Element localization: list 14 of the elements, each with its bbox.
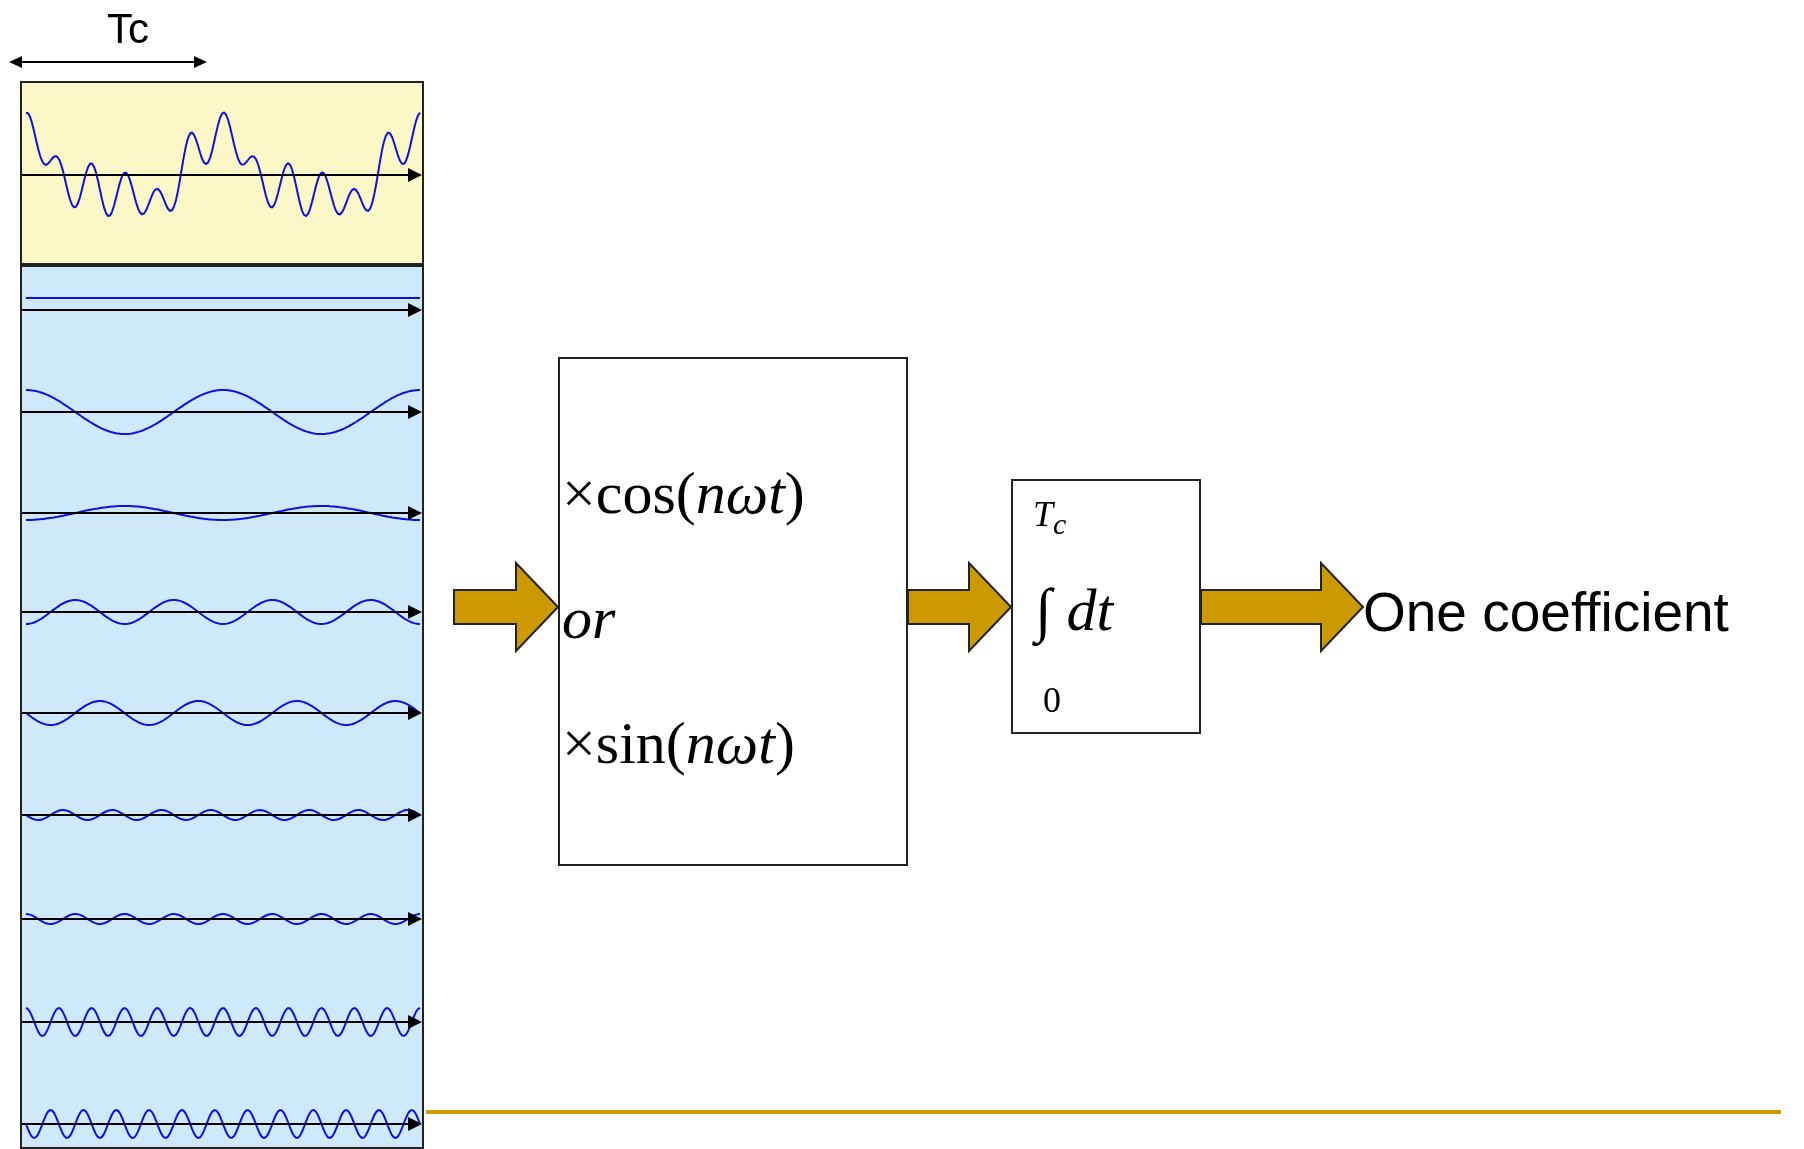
lower-limit: 0 bbox=[1043, 679, 1061, 721]
signal-panel bbox=[20, 81, 424, 265]
upper-limit: T$_{c}$ bbox=[1033, 493, 1067, 542]
math-formula: ×cos(nωt) bbox=[562, 459, 805, 528]
dimension-label: Tc bbox=[107, 8, 149, 50]
block-arrow bbox=[453, 560, 560, 654]
math-formula: or bbox=[562, 584, 616, 653]
block-arrow bbox=[1200, 560, 1365, 654]
integrator-box bbox=[1011, 479, 1201, 734]
output-label: One coefficient bbox=[1363, 580, 1729, 644]
basis-panel bbox=[20, 265, 424, 1149]
math-formula: ×sin(nωt) bbox=[562, 709, 795, 778]
block-arrow bbox=[907, 560, 1013, 654]
multiplier-box bbox=[558, 357, 908, 866]
